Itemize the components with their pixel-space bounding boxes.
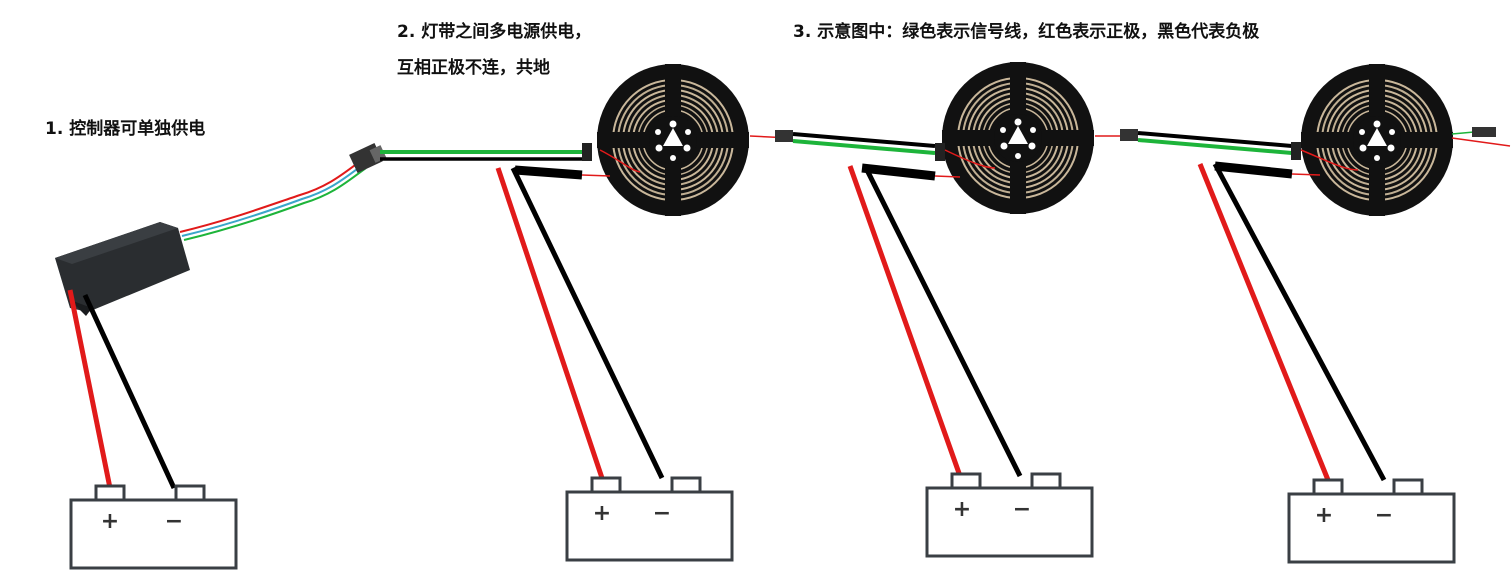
power-injection-strip3	[1214, 161, 1321, 179]
reel1-pigtail	[582, 143, 641, 173]
note-multi-power-line1: 2. 灯带之间多电源供电，	[397, 22, 592, 42]
battery-negative-label: −	[165, 509, 183, 534]
signal-wire-controller-to-strip1	[380, 150, 590, 161]
output-wire-strip3	[1451, 127, 1511, 147]
battery-strip-3: + −	[1287, 478, 1456, 564]
battery-negative-label: −	[653, 501, 671, 526]
controller-box	[55, 222, 190, 316]
battery-positive-label: +	[101, 509, 119, 534]
signal-wire-strip2-to-strip3	[1095, 129, 1293, 155]
battery-negative-label: −	[1013, 497, 1031, 522]
battery-positive-label: +	[1315, 503, 1333, 528]
reel3-pigtail	[1291, 142, 1359, 171]
led-strip-reel-2	[941, 61, 1095, 215]
led-strip-reel-3	[1300, 63, 1454, 217]
battery-strip-1: + −	[565, 476, 734, 562]
note-multi-power-line2: 互相正极不连，共地	[397, 58, 550, 78]
note-controller-power: 1. 控制器可单独供电	[45, 119, 206, 139]
battery-positive-label: +	[953, 497, 971, 522]
power-injection-strip1	[514, 165, 611, 180]
positive-wire-strip2	[847, 165, 963, 477]
note-color-legend: 3. 示意图中：绿色表示信号线，红色表示正极，黑色代表负极	[793, 22, 1260, 42]
battery-strip-2: + −	[925, 472, 1094, 558]
note-multi-power: 2. 灯带之间多电源供电， 互相正极不连，共地	[397, 14, 591, 86]
led-strip-reel-1	[596, 63, 750, 217]
battery-positive-label: +	[593, 501, 611, 526]
negative-wire-strip1	[510, 166, 665, 480]
negative-wire-strip2	[862, 164, 1023, 478]
power-injection-strip2	[861, 163, 961, 181]
positive-wire-strip3	[1197, 163, 1331, 481]
signal-wire-strip1-to-strip2	[749, 130, 936, 155]
controller-wires	[179, 159, 369, 245]
battery-negative-label: −	[1375, 503, 1393, 528]
positive-wire-strip1	[495, 167, 605, 479]
negative-wire-strip3	[1212, 162, 1387, 482]
reel2-pigtail	[935, 143, 996, 169]
negative-wire-controller	[82, 293, 177, 490]
positive-wire-controller	[67, 289, 113, 489]
battery-controller: + −	[69, 484, 238, 570]
